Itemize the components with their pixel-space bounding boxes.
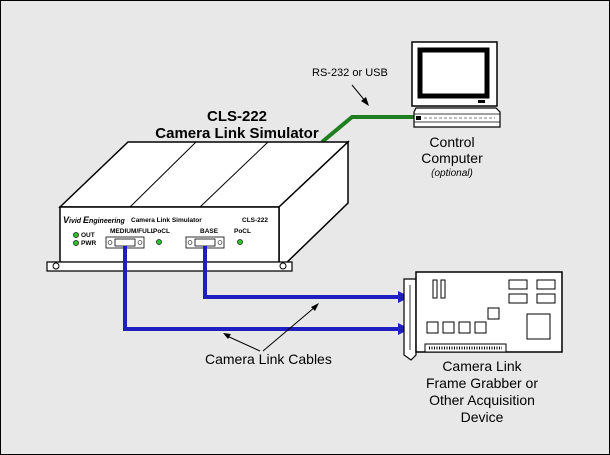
- serial-pointer-arrow: [351, 84, 369, 106]
- computer-label-line1: Control: [429, 134, 474, 150]
- panel-product-name: Camera Link Simulator: [131, 217, 202, 224]
- led-pwr-label: PWR: [81, 240, 96, 247]
- grabber-label-line4: Device: [461, 409, 504, 425]
- computer-label-line2: Computer: [421, 150, 483, 166]
- led-out-label: OUT: [81, 232, 95, 239]
- led-pwr: [73, 240, 79, 246]
- device-model-title: CLS-222: [207, 108, 267, 125]
- port-medium-full-label: MEDIUM/FULL: [110, 228, 155, 235]
- port-base-label: BASE: [200, 228, 219, 235]
- grabber-label-line1: Camera Link: [442, 358, 522, 374]
- led-out: [73, 232, 79, 238]
- grabber-label-line2: Frame Grabber or: [426, 375, 538, 391]
- cable-pointer-lines: [223, 303, 319, 352]
- pocl-2-label: PoCL: [234, 228, 251, 235]
- device-name-title: Camera Link Simulator: [155, 125, 319, 142]
- serial-cable: [320, 115, 418, 144]
- pocl-1-led: [156, 239, 162, 245]
- pocl-2-led: [237, 239, 243, 245]
- frame-grabber-card: [403, 271, 563, 361]
- brand-logo-text: Vivid Engineering: [63, 215, 126, 225]
- simulator-device: [46, 140, 350, 272]
- base-connector: [185, 236, 225, 249]
- computer-note: (optional): [431, 168, 473, 179]
- grabber-label-line3: Other Acquisition: [429, 392, 535, 408]
- pocl-1-label: PoCL: [153, 228, 170, 235]
- serial-cable-label: RS-232 or USB: [312, 67, 388, 79]
- panel-model: CLS-222: [242, 217, 268, 224]
- cables-label: Camera Link Cables: [205, 351, 332, 367]
- computer-icon: [411, 41, 501, 128]
